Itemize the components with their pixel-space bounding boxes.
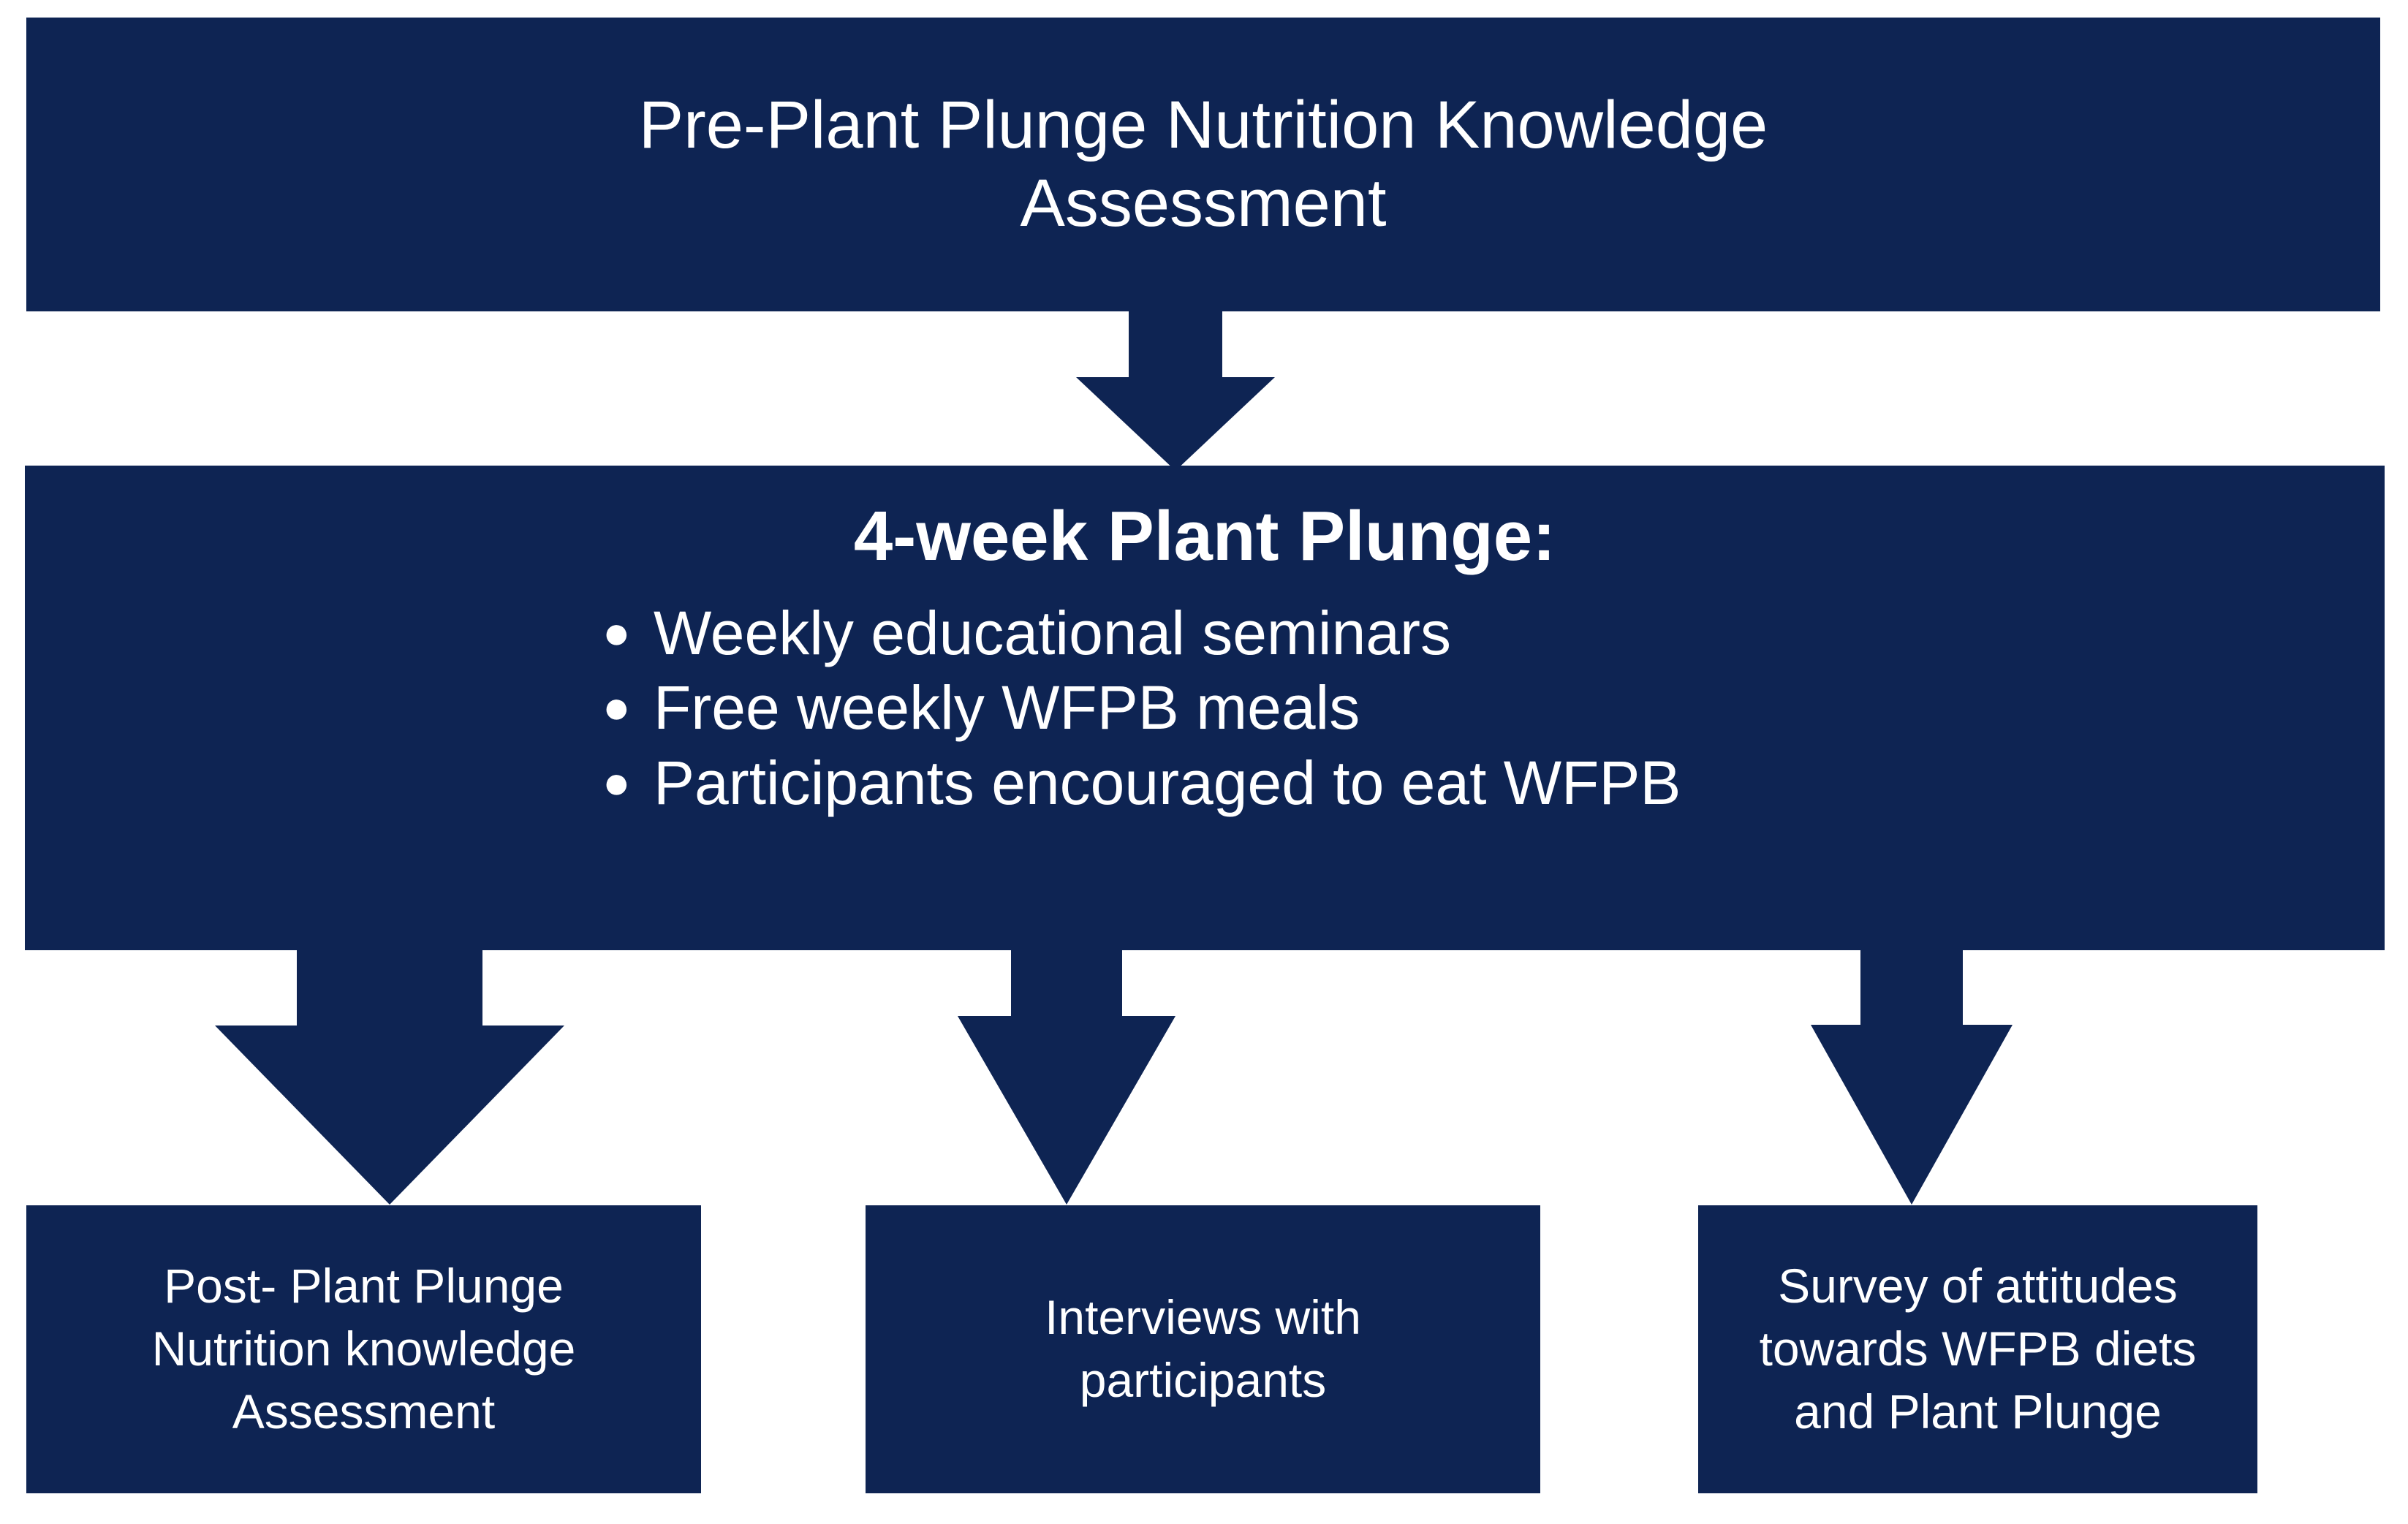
node-interviews: Interviews with participants (866, 1205, 1540, 1493)
node-pre-assessment-line-2: Assessment (1020, 166, 1387, 240)
arrow-intervention-to-interviews (958, 947, 1175, 1205)
node-survey-line-3: and Plant Plunge (1794, 1384, 2162, 1438)
list-item-label: Free weekly WFPB meals (654, 673, 1360, 743)
intervention-bullet-list: ● Weekly educational seminars ● Free wee… (602, 596, 1681, 820)
node-pre-assessment-line-1: Pre-Plant Plunge Nutrition Knowledge (638, 88, 1768, 163)
node-intervention: 4-week Plant Plunge: ● Weekly educationa… (25, 466, 2385, 950)
node-survey-line-1: Survey of attitudes (1778, 1259, 2178, 1313)
list-item-label: Weekly educational seminars (654, 598, 1451, 667)
node-pre-assessment: Pre-Plant Plunge Nutrition Knowledge Ass… (26, 18, 2380, 311)
bullet-dot-icon: ● (602, 681, 631, 734)
arrow-intervention-to-survey (1811, 947, 2013, 1205)
node-post-assessment: Post- Plant Plunge Nutrition knowledge A… (26, 1205, 701, 1493)
arrow-pre-to-intervention (1076, 307, 1275, 471)
node-intervention-heading: 4-week Plant Plunge: (853, 497, 1556, 575)
list-item: ● Free weekly WFPB meals (602, 670, 1681, 745)
node-survey: Survey of attitudes towards WFPB diets a… (1698, 1205, 2257, 1493)
arrow-intervention-to-post (215, 947, 564, 1205)
bullet-dot-icon: ● (602, 605, 631, 659)
node-survey-line-2: towards WFPB diets (1759, 1322, 2197, 1376)
list-item-label: Participants encouraged to eat WFPB (654, 748, 1681, 817)
list-item: ● Participants encouraged to eat WFPB (602, 746, 1681, 820)
node-post-assessment-line-3: Assessment (232, 1384, 496, 1438)
list-item: ● Weekly educational seminars (602, 596, 1681, 670)
bullet-dot-icon: ● (602, 755, 631, 808)
node-interviews-line-2: participants (1079, 1353, 1327, 1407)
node-post-assessment-line-2: Nutrition knowledge (151, 1322, 576, 1376)
node-interviews-line-1: Interviews with (1045, 1290, 1361, 1345)
node-post-assessment-line-1: Post- Plant Plunge (164, 1259, 564, 1313)
